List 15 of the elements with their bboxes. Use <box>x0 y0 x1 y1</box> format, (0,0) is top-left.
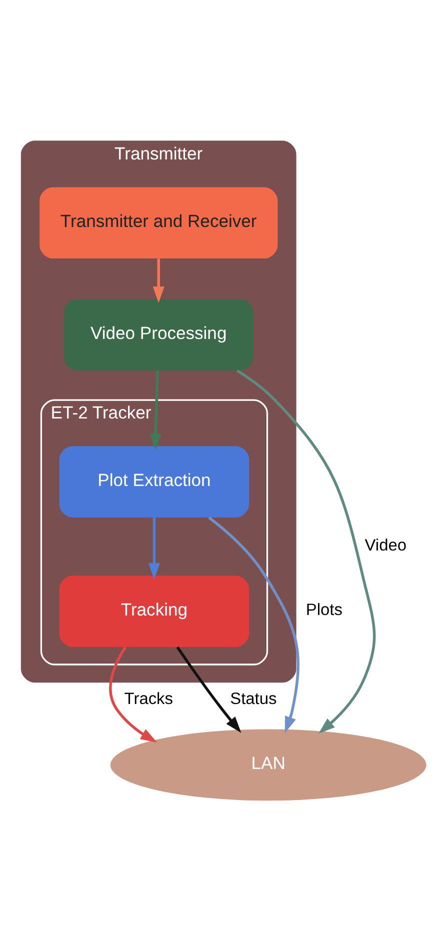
edge-label: Status <box>230 690 277 708</box>
edge-label: Plots <box>306 601 342 620</box>
arrow <box>152 258 164 303</box>
node-box: Video Processing <box>64 299 254 370</box>
arrow <box>208 516 300 734</box>
node-box: Plot Extraction <box>59 446 250 518</box>
edge-label: Video <box>364 536 406 554</box>
node-box: Transmitter and Receiver <box>40 187 278 259</box>
arrow <box>150 370 162 450</box>
arrow <box>176 646 242 733</box>
arrow <box>109 646 158 742</box>
node-box: Tracking <box>59 576 250 647</box>
arrow <box>236 369 376 734</box>
edge-label: Tracks <box>124 690 174 708</box>
arrow <box>148 518 160 580</box>
